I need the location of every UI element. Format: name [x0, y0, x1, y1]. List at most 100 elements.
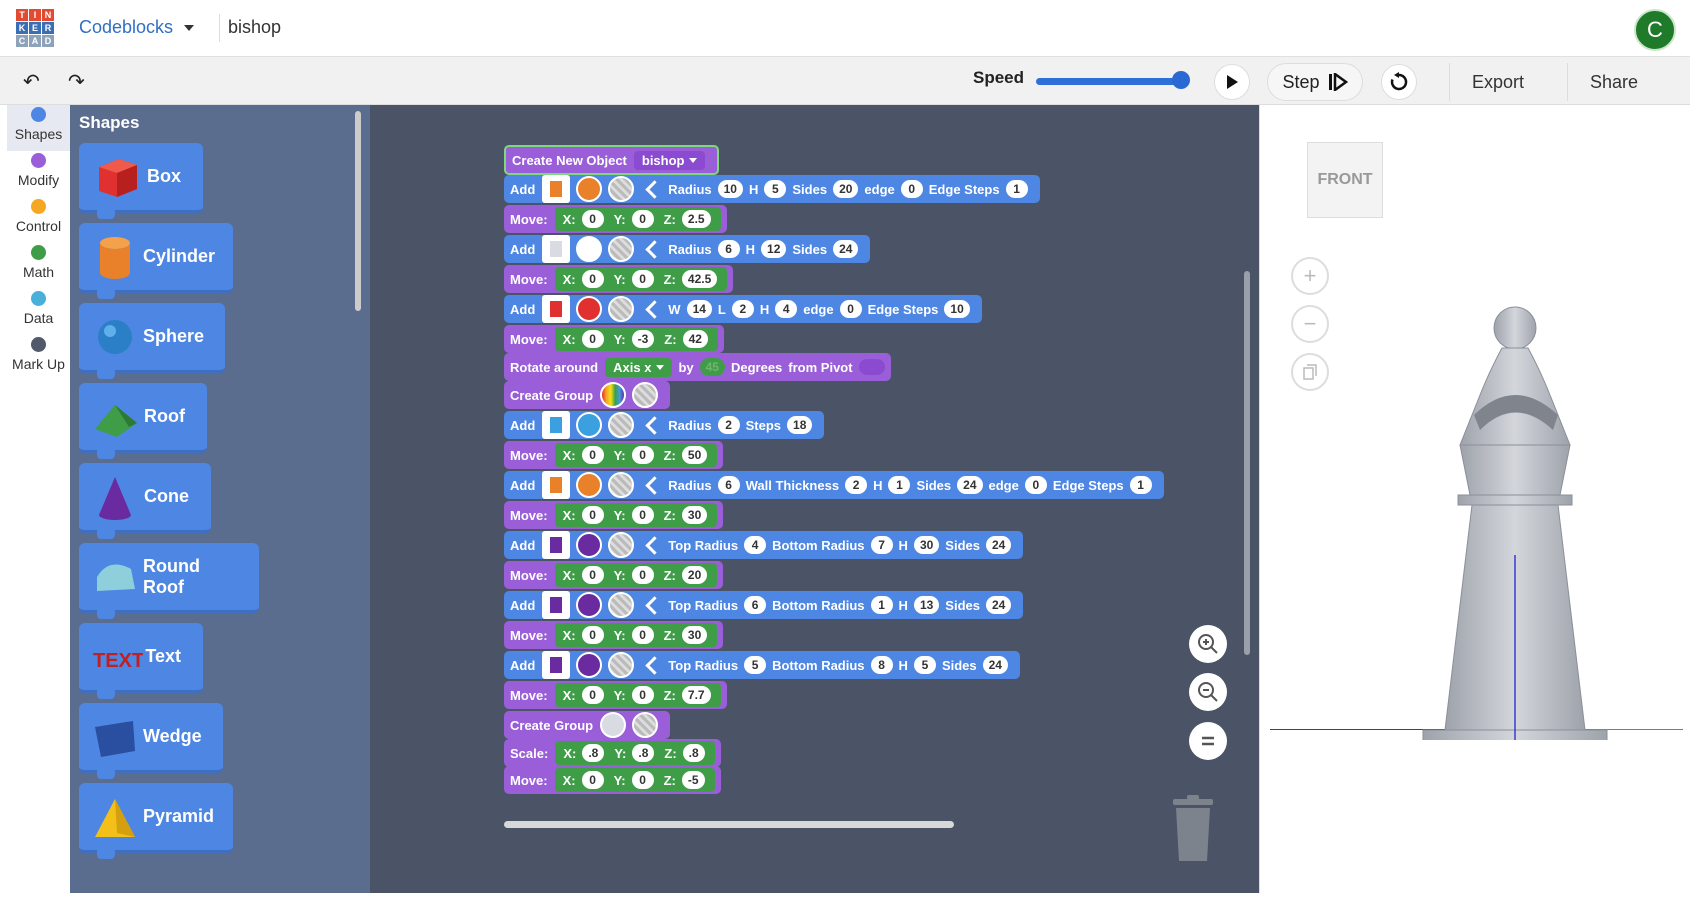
param-value-input[interactable]: 24 [957, 476, 983, 494]
shape-block-roof[interactable]: Roof [79, 383, 207, 459]
axis-dropdown[interactable]: Axis x [605, 357, 673, 377]
user-avatar[interactable]: C [1634, 9, 1676, 51]
viewer-zoom-out-button[interactable]: − [1291, 305, 1329, 343]
param-value-input[interactable]: 10 [717, 180, 743, 198]
y-value-input[interactable]: -3 [631, 330, 655, 348]
shape-block-cylinder[interactable]: Cylinder [79, 223, 233, 299]
group-color-swatch[interactable] [600, 712, 627, 738]
color-swatch[interactable] [576, 296, 603, 322]
x-value-input[interactable]: 0 [581, 566, 604, 584]
param-value-input[interactable]: 5 [744, 656, 767, 674]
color-swatch[interactable] [576, 532, 603, 558]
shape-block-round-roof[interactable]: Round Roof [79, 543, 259, 619]
param-value-input[interactable]: 0 [839, 300, 862, 318]
category-control[interactable]: Control [7, 197, 70, 243]
category-data[interactable]: Data [7, 289, 70, 335]
param-value-input[interactable]: 7 [870, 536, 893, 554]
y-value-input[interactable]: 0 [631, 270, 654, 288]
speed-slider[interactable] [1036, 78, 1184, 85]
create-group-block[interactable]: Create Group [504, 381, 671, 409]
flyout-scrollbar[interactable] [355, 111, 361, 311]
x-value-input[interactable]: 0 [581, 771, 604, 789]
bishop-3d-model[interactable] [1390, 205, 1610, 740]
param-value-input[interactable]: 1 [870, 596, 893, 614]
z-value-input[interactable]: -5 [681, 771, 705, 789]
x-value-input[interactable]: 0 [581, 506, 604, 524]
z-value-input[interactable]: 50 [681, 446, 708, 464]
z-value-input[interactable]: 7.7 [681, 686, 711, 704]
hole-toggle-swatch[interactable] [608, 652, 635, 678]
param-value-input[interactable]: 12 [761, 240, 787, 258]
param-value-input[interactable]: 1 [1129, 476, 1152, 494]
export-button[interactable]: Export [1449, 63, 1546, 101]
collapse-chevron-icon[interactable] [644, 656, 660, 674]
app-title[interactable]: Codeblocks [79, 17, 174, 37]
x-value-input[interactable]: 0 [581, 210, 604, 228]
document-name[interactable]: bishop [228, 17, 282, 37]
play-button[interactable] [1214, 64, 1250, 100]
viewer-zoom-in-button[interactable]: + [1291, 257, 1329, 295]
param-value-input[interactable]: 6 [744, 596, 767, 614]
collapse-chevron-icon[interactable] [644, 536, 660, 554]
y-value-input[interactable]: 0 [631, 210, 654, 228]
param-value-input[interactable]: 6 [717, 476, 740, 494]
shape-block-cone[interactable]: Cone [79, 463, 211, 539]
create-group-block[interactable]: Create Group [504, 711, 671, 739]
param-value-input[interactable]: 24 [985, 536, 1012, 554]
shape-block-wedge[interactable]: Wedge [79, 703, 223, 779]
param-value-input[interactable]: 8 [870, 656, 893, 674]
shape-block-pyramid[interactable]: Pyramid [79, 783, 233, 859]
x-value-input[interactable]: 0 [581, 686, 604, 704]
param-value-input[interactable]: 13 [913, 596, 940, 614]
z-value-input[interactable]: .8 [682, 744, 705, 762]
y-value-input[interactable]: 0 [631, 506, 654, 524]
x-value-input[interactable]: .8 [582, 744, 605, 762]
z-value-input[interactable]: 42.5 [681, 270, 718, 288]
param-value-input[interactable]: 4 [775, 300, 798, 318]
param-value-input[interactable]: 1 [1005, 180, 1028, 198]
param-value-input[interactable]: 1 [888, 476, 911, 494]
trash-icon[interactable] [1170, 795, 1216, 865]
param-value-input[interactable]: 2 [731, 300, 754, 318]
speed-slider-thumb[interactable] [1172, 71, 1190, 89]
z-value-input[interactable]: 30 [681, 626, 708, 644]
color-swatch[interactable] [576, 472, 603, 498]
color-swatch[interactable] [576, 176, 603, 202]
x-value-input[interactable]: 0 [581, 270, 604, 288]
z-value-input[interactable]: 30 [681, 506, 708, 524]
x-value-input[interactable]: 0 [581, 446, 604, 464]
collapse-chevron-icon[interactable] [644, 180, 660, 198]
y-value-input[interactable]: 0 [631, 771, 654, 789]
app-menu-caret-icon[interactable] [184, 25, 194, 31]
param-value-input[interactable]: 10 [944, 300, 970, 318]
shape-block-box[interactable]: Box [79, 143, 203, 219]
param-value-input[interactable]: 5 [764, 180, 787, 198]
param-value-input[interactable]: 6 [717, 240, 740, 258]
zoom-out-button[interactable] [1189, 673, 1227, 711]
fit-view-button[interactable] [1291, 353, 1329, 391]
zoom-in-button[interactable] [1189, 625, 1227, 663]
hole-toggle-swatch[interactable] [608, 592, 635, 618]
z-value-input[interactable]: 20 [681, 566, 708, 584]
param-value-input[interactable]: 30 [913, 536, 940, 554]
hole-toggle-swatch[interactable] [608, 412, 635, 438]
hole-toggle-swatch[interactable] [608, 532, 635, 558]
z-value-input[interactable]: 42 [682, 330, 708, 348]
redo-arrow-icon[interactable]: ↷ [68, 71, 85, 93]
collapse-chevron-icon[interactable] [644, 476, 660, 494]
reset-button[interactable] [1381, 64, 1417, 100]
param-value-input[interactable]: 2 [717, 416, 740, 434]
y-value-input[interactable]: 0 [631, 626, 654, 644]
collapse-chevron-icon[interactable] [644, 416, 660, 434]
